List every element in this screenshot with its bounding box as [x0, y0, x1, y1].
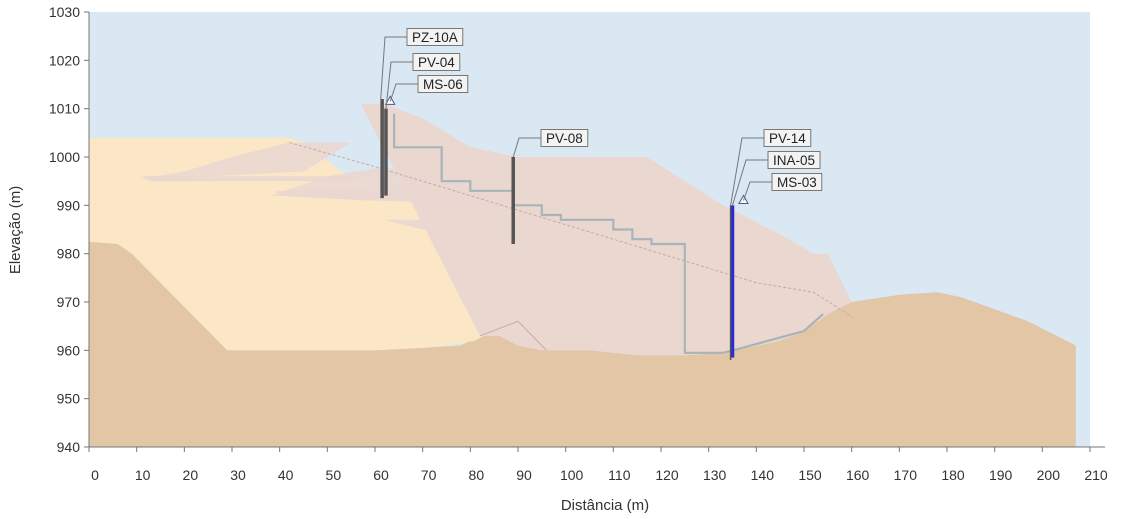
leader-ms-03: [742, 181, 772, 201]
leader-pz-10a: [380, 36, 407, 100]
label-box-pv-14: [763, 129, 812, 147]
x-tick-label-90: 90: [516, 467, 532, 483]
terrain-layers: [89, 103, 1076, 447]
y-tick-label-970: 970: [57, 294, 81, 310]
x-tick-label-160: 160: [846, 467, 870, 483]
raise-wedge-1: [141, 176, 361, 182]
y-tick-label-990: 990: [57, 197, 81, 213]
x-tick-label-140: 140: [751, 467, 775, 483]
x-tick-label-180: 180: [941, 467, 965, 483]
x-tick-label-0: 0: [91, 467, 99, 483]
upstream-raise-2: [270, 166, 518, 206]
internal-lines: [289, 142, 852, 351]
x-tick-label-120: 120: [655, 467, 679, 483]
label-ms-03: MS-03: [777, 175, 817, 190]
leader-ms-06: [389, 83, 418, 102]
label-pv-04: PV-04: [418, 55, 455, 70]
label-box-pv-08: [540, 129, 589, 147]
x-tick-label-30: 30: [230, 467, 246, 483]
y-tick-label-940: 940: [57, 439, 81, 455]
label-box-ms-06: [417, 75, 469, 93]
x-tick-label-190: 190: [989, 467, 1013, 483]
label-pv-08: PV-08: [546, 131, 583, 146]
label-pz-10a: PZ-10A: [412, 30, 458, 45]
foundation-area: [89, 241, 1076, 447]
x-tick-label-10: 10: [135, 467, 151, 483]
x-tick-label-60: 60: [373, 467, 389, 483]
leader-pv-08: [512, 137, 541, 158]
internal-line-lower: [479, 320, 547, 351]
x-tick-label-130: 130: [703, 467, 727, 483]
x-axis-title: Distância (m): [561, 497, 649, 514]
label-box-ms-03: [771, 173, 823, 191]
label-ina-05: INA-05: [773, 153, 815, 168]
y-tick-label-1000: 1000: [49, 149, 80, 165]
y-tick-label-1010: 1010: [49, 101, 80, 117]
x-tick-label-170: 170: [894, 467, 918, 483]
x-tick-label-50: 50: [326, 467, 342, 483]
label-box-pz-10a: [406, 28, 464, 46]
leader-pv-04: [385, 61, 413, 109]
x-tick-label-200: 200: [1037, 467, 1061, 483]
x-tick-label-20: 20: [183, 467, 199, 483]
y-tick-label-1020: 1020: [49, 52, 80, 68]
raise-wedge-4: [470, 244, 661, 249]
label-pv-14: PV-14: [769, 131, 806, 146]
x-tick-label-80: 80: [469, 467, 485, 483]
label-box-ina-05: [767, 151, 821, 169]
leader-ina-05: [732, 159, 768, 206]
y-axis-title: Elevação (m): [7, 186, 24, 274]
phreatic-polyline: [393, 113, 824, 354]
x-tick-label-70: 70: [421, 467, 437, 483]
label-ms-06: MS-06: [423, 77, 463, 92]
x-tick-label-100: 100: [560, 467, 584, 483]
x-tick-label-150: 150: [798, 467, 822, 483]
x-tick-label-110: 110: [608, 467, 631, 483]
phreatic-line: [393, 113, 824, 354]
internal-line-upper: [289, 142, 852, 317]
upstream-raise-1: [141, 142, 352, 179]
y-tick-label-980: 980: [57, 246, 81, 262]
y-tick-label-950: 950: [57, 391, 81, 407]
label-box-pv-04: [412, 53, 461, 71]
raise-wedge-3: [384, 219, 657, 230]
x-tick-label-40: 40: [278, 467, 294, 483]
leader-pv-14: [730, 137, 764, 206]
y-tick-label-1030: 1030: [49, 4, 80, 20]
x-tick-label-210: 210: [1084, 467, 1108, 483]
y-tick-label-960: 960: [57, 342, 81, 358]
